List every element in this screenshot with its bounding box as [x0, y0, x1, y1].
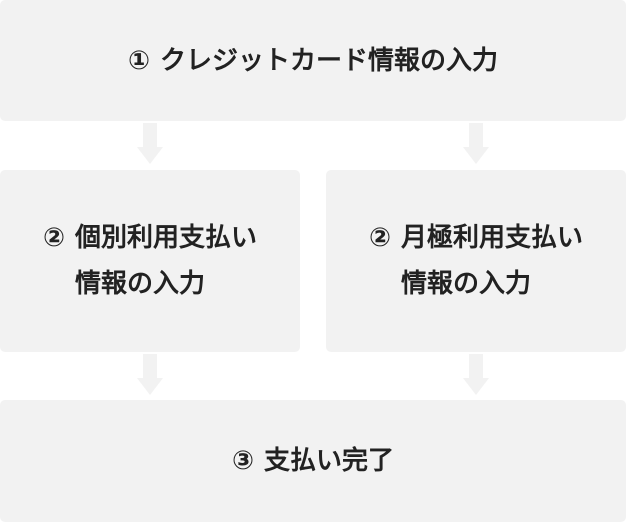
step2b-line-1: 月極利用支払い	[401, 223, 584, 253]
step1-box: ① クレジットカード情報の入力	[0, 0, 626, 121]
step3-line-1: 支払い完了	[264, 446, 395, 476]
step1-line-1: クレジットカード情報の入力	[160, 45, 499, 76]
step2a-line-1: 個別利用支払い	[75, 223, 258, 253]
step1-label: ① クレジットカード情報の入力	[128, 38, 498, 84]
down-arrow-icon	[463, 123, 489, 167]
down-arrow-icon	[137, 354, 163, 398]
down-arrow-icon	[463, 354, 489, 398]
step3-label: ③ 支払い完了	[232, 438, 394, 484]
step2b-label: ② 月極利用支払い 情報の入力	[369, 215, 583, 307]
step3-box: ③ 支払い完了	[0, 400, 626, 522]
down-arrow-icon	[137, 123, 163, 167]
step2b-line-2: 情報の入力	[401, 269, 532, 299]
step2a-line-2: 情報の入力	[75, 269, 206, 299]
step2b-box: ② 月極利用支払い 情報の入力	[326, 170, 626, 352]
step3-number: ③	[231, 446, 254, 476]
step1-number: ①	[127, 45, 150, 76]
step2a-number: ②	[42, 223, 65, 253]
step2a-box: ② 個別利用支払い 情報の入力	[0, 170, 300, 352]
step2b-number: ②	[368, 223, 391, 253]
step2a-label: ② 個別利用支払い 情報の入力	[43, 215, 257, 307]
